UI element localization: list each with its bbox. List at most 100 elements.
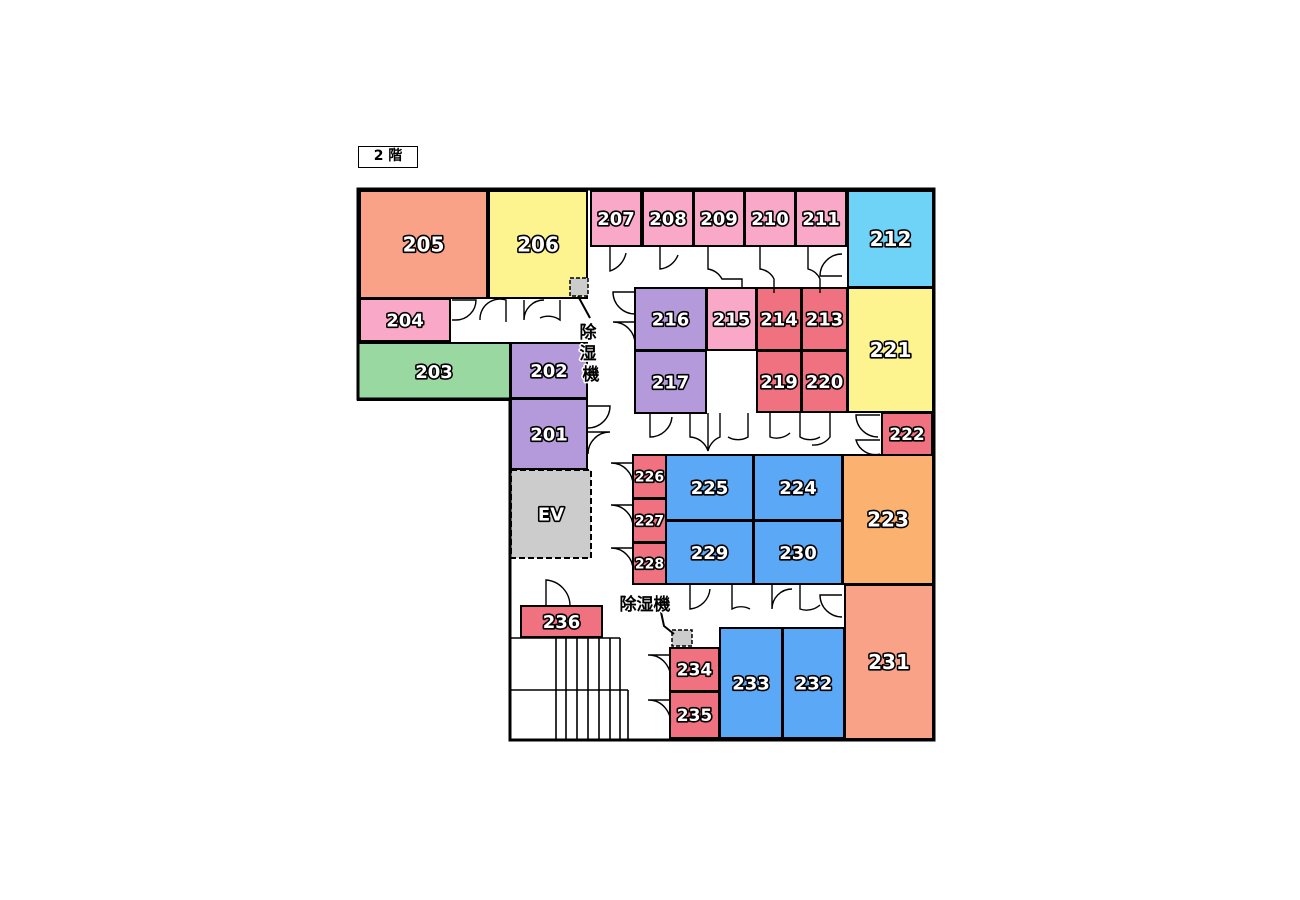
room-214[interactable]: 214: [756, 287, 802, 351]
room-215-shape: [706, 287, 757, 351]
door-swing: [610, 462, 634, 486]
room-208[interactable]: 208: [642, 190, 694, 247]
dehumidifier-2: 除湿機: [618, 593, 693, 647]
room-225[interactable]: 225: [665, 454, 754, 521]
room-216[interactable]: 216: [634, 287, 707, 351]
door-swing: [855, 439, 881, 456]
room-label: 204: [386, 310, 424, 331]
room-230[interactable]: 230: [753, 520, 843, 585]
room-222[interactable]: 222: [881, 412, 933, 456]
room-217[interactable]: 217: [634, 350, 707, 414]
room-label: 234: [677, 661, 713, 681]
room-209[interactable]: 209: [693, 190, 745, 247]
room-label: 208: [649, 209, 687, 230]
room-label: 214: [760, 309, 798, 330]
room-220[interactable]: 220: [801, 350, 848, 413]
doors-layer: [452, 247, 881, 727]
room-229[interactable]: 229: [665, 520, 754, 585]
door-swing: [769, 413, 791, 439]
room-220-shape: [801, 350, 848, 413]
room-224[interactable]: 224: [753, 454, 843, 521]
room-232-shape: [782, 627, 845, 739]
door-swing: [855, 414, 880, 438]
door-swing: [609, 247, 627, 272]
room-203[interactable]: 203: [357, 342, 511, 401]
room-222-shape: [881, 412, 933, 456]
room-223[interactable]: 223: [842, 454, 934, 585]
door-swing: [479, 298, 507, 322]
room-211[interactable]: 211: [795, 190, 847, 247]
room-221-shape: [847, 287, 934, 413]
room-label: 219: [760, 372, 798, 393]
door-swing: [689, 585, 711, 610]
room-EV[interactable]: EV: [510, 469, 592, 559]
room-label: 203: [415, 362, 453, 383]
room-label: 226: [635, 470, 664, 486]
room-235[interactable]: 235: [669, 691, 720, 739]
room-label: 221: [870, 338, 912, 362]
room-210[interactable]: 210: [744, 190, 796, 247]
room-label: 222: [889, 425, 925, 445]
room-204-shape: [359, 298, 451, 342]
room-label: EV: [538, 504, 564, 525]
room-204[interactable]: 204: [359, 298, 451, 342]
floor-label: 2 階: [358, 146, 418, 168]
room-228-shape: [632, 542, 667, 585]
room-215[interactable]: 215: [706, 287, 757, 351]
room-207[interactable]: 207: [590, 190, 642, 247]
room-label: 229: [691, 543, 729, 564]
room-234[interactable]: 234: [669, 647, 720, 692]
room-232[interactable]: 232: [782, 627, 845, 739]
room-label: 230: [779, 543, 817, 564]
door-swing: [771, 585, 793, 610]
room-212[interactable]: 212: [847, 190, 934, 288]
door-swing: [612, 291, 636, 315]
door-swing: [727, 413, 749, 441]
room-227[interactable]: 227: [632, 498, 667, 543]
room-226[interactable]: 226: [632, 454, 667, 499]
door-swing: [799, 413, 821, 441]
room-205[interactable]: 205: [359, 190, 488, 299]
dehumidifier-1-char-2: 湿: [580, 344, 597, 364]
dehumidifier-2-label: 除湿機: [620, 594, 671, 615]
door-swing: [649, 413, 673, 438]
room-212-shape: [847, 190, 934, 288]
room-231-shape: [844, 584, 934, 740]
room-216-shape: [634, 287, 707, 351]
door-swing: [452, 299, 477, 321]
room-221[interactable]: 221: [847, 287, 934, 413]
room-231[interactable]: 231: [844, 584, 934, 740]
door-swing: [587, 431, 611, 455]
room-label: 212: [870, 227, 912, 251]
door-swing: [610, 504, 634, 528]
room-207-shape: [590, 190, 642, 247]
door-swing: [807, 247, 821, 293]
room-206[interactable]: 206: [488, 190, 588, 299]
staircase: [510, 637, 629, 740]
dehumidifier-1-pointer: [577, 295, 591, 319]
door-swing: [659, 247, 679, 270]
room-219[interactable]: 219: [756, 350, 802, 413]
room-236[interactable]: 236: [520, 605, 603, 638]
door-swing: [587, 405, 611, 429]
room-208-shape: [642, 190, 694, 247]
dehumidifier-1-marker: [569, 277, 589, 297]
room-217-shape: [634, 350, 707, 414]
room-203-shape: [357, 342, 511, 401]
room-202[interactable]: 202: [510, 342, 588, 399]
door-swing: [819, 594, 843, 618]
door-swing: [545, 579, 571, 607]
room-233[interactable]: 233: [719, 627, 783, 739]
room-label: 235: [677, 706, 713, 726]
room-label: 227: [635, 514, 664, 530]
room-228[interactable]: 228: [632, 542, 667, 585]
room-label: 220: [806, 372, 844, 393]
room-211-shape: [795, 190, 847, 247]
room-213[interactable]: 213: [801, 287, 848, 351]
room-201[interactable]: 201: [510, 398, 588, 470]
dehumidifier-2-pointer: [660, 611, 675, 635]
door-swing: [539, 300, 561, 322]
room-233-shape: [719, 627, 783, 739]
dehumidifier-1-char-1: 除: [580, 322, 598, 343]
